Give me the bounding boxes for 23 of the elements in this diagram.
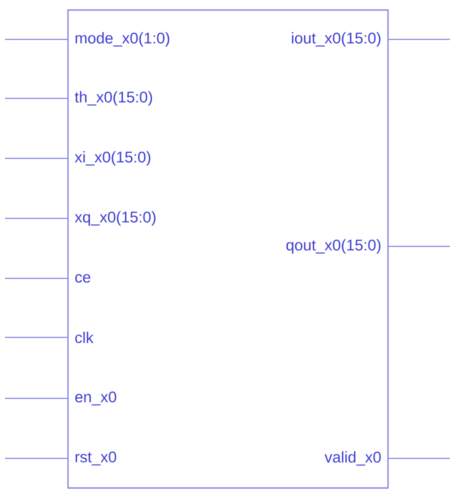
pin-line bbox=[388, 458, 450, 459]
pin-label: xi_x0(15:0) bbox=[74, 151, 150, 166]
pin-line bbox=[4, 158, 68, 159]
pin-label: clk bbox=[75, 332, 94, 344]
pin-label: th_x0(15:0) bbox=[74, 91, 152, 106]
pin-line bbox=[4, 278, 68, 279]
pin-line bbox=[4, 458, 68, 459]
pin-label: mode_x0(1:0) bbox=[76, 32, 170, 47]
pin-line bbox=[4, 336, 68, 338]
pin-label: rst_x0 bbox=[76, 451, 116, 466]
pin-line bbox=[4, 218, 68, 219]
pin-line bbox=[4, 398, 68, 399]
pin-line bbox=[388, 246, 450, 247]
pin-label: iout_x0(15:0) bbox=[292, 32, 380, 47]
module-block bbox=[67, 9, 389, 489]
pin-line bbox=[4, 38, 68, 40]
pin-line bbox=[388, 38, 450, 40]
pin-label: qout_x0(15:0) bbox=[286, 239, 380, 254]
pin-label: valid_x0 bbox=[324, 451, 381, 466]
pin-label: ce bbox=[75, 274, 90, 283]
pin-label: xq_x0(15:0) bbox=[74, 211, 156, 226]
pin-line bbox=[4, 98, 68, 99]
pin-label: en_x0 bbox=[75, 391, 116, 406]
